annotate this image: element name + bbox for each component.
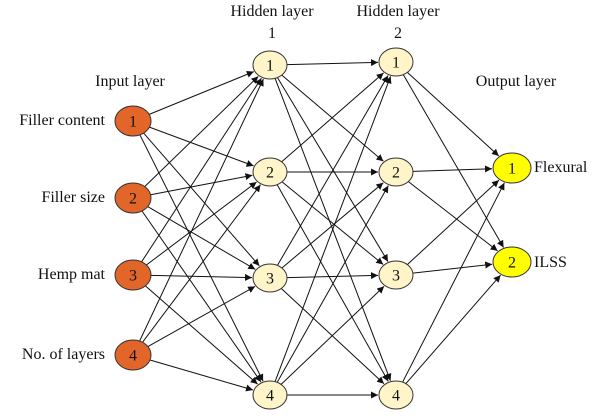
edge-input-4-to-hidden1-4 xyxy=(149,359,254,392)
input-layer-title: Input layer xyxy=(95,73,165,90)
output-label-flexural: Flexural xyxy=(534,159,588,176)
edge-hidden2-4-to-output-1 xyxy=(402,182,505,383)
hidden-layer-2-title: Hidden layer xyxy=(356,3,440,20)
hidden1-node-2-number: 2 xyxy=(266,165,274,182)
input-node-4-circle xyxy=(114,339,152,371)
hidden1-node-1: 1 xyxy=(252,50,288,80)
input-node-1-circle xyxy=(114,105,152,137)
edge-input-2-to-hidden1-1 xyxy=(144,76,259,187)
hidden2-node-1-number: 1 xyxy=(392,55,400,72)
edge-hidden1-4-to-hidden2-2 xyxy=(276,185,389,383)
hidden1-node-3: 3 xyxy=(252,263,288,293)
input-label-filler-content: Filler content xyxy=(19,112,105,129)
edge-hidden2-4-to-output-2 xyxy=(405,274,501,384)
output-node-1: 1 xyxy=(492,152,532,184)
output-layer-title: Output layer xyxy=(476,73,557,90)
input-label-no-of-layers: No. of layers xyxy=(22,346,105,363)
edge-hidden1-3-to-hidden2-2 xyxy=(281,182,384,269)
connection-edges xyxy=(139,59,505,399)
hidden2-node-3-number: 3 xyxy=(392,268,400,285)
edge-hidden1-1-to-hidden2-1 xyxy=(286,59,379,67)
hidden2-node-1: 1 xyxy=(378,47,414,77)
hidden1-node-3-number: 3 xyxy=(266,271,274,288)
hidden2-node-4-number: 4 xyxy=(392,388,400,405)
edge-input-3-to-hidden1-3 xyxy=(150,273,253,281)
hidden2-node-2-circle xyxy=(378,157,414,187)
edge-hidden2-2-to-output-1 xyxy=(412,165,493,173)
input-node-2-circle xyxy=(114,182,152,214)
hidden1-node-4: 4 xyxy=(252,380,288,410)
edge-hidden2-3-to-output-2 xyxy=(412,261,493,274)
hidden2-node-2-number: 2 xyxy=(392,165,400,182)
hidden1-node-4-number: 4 xyxy=(266,388,274,405)
output-node-2-number: 2 xyxy=(508,255,516,272)
hidden1-node-2-circle xyxy=(252,157,288,187)
edge-hidden2-2-to-output-2 xyxy=(408,181,498,252)
edge-input-4-to-hidden1-3 xyxy=(147,285,256,348)
edge-hidden2-1-to-output-2 xyxy=(402,74,505,248)
edge-hidden1-2-to-hidden2-1 xyxy=(281,72,384,163)
output-node-1-circle xyxy=(492,152,532,184)
input-node-4: 4 xyxy=(114,339,152,371)
input-node-2: 2 xyxy=(114,182,152,214)
hidden-layer-1-title: Hidden layer xyxy=(230,3,314,20)
hidden-layer-1-index: 1 xyxy=(268,25,276,42)
edge-input-3-to-hidden1-2 xyxy=(146,181,257,266)
input-node-4-number: 4 xyxy=(129,348,137,365)
edge-hidden1-3-to-hidden2-3 xyxy=(286,272,379,280)
hidden2-node-3-circle xyxy=(378,260,414,290)
edge-hidden1-1-to-hidden2-2 xyxy=(281,74,384,162)
edge-hidden1-4-to-hidden2-1 xyxy=(274,76,392,382)
edge-input-1-to-hidden1-2 xyxy=(149,126,254,167)
output-node-2-circle xyxy=(492,246,532,278)
edge-hidden1-3-to-hidden2-4 xyxy=(280,288,385,385)
edge-input-1-to-hidden1-3 xyxy=(143,132,260,267)
edge-hidden1-4-to-hidden2-3 xyxy=(280,285,385,385)
edge-input-2-to-hidden1-3 xyxy=(147,206,256,270)
input-label-filler-size: Filler size xyxy=(41,189,105,206)
hidden2-node-4: 4 xyxy=(378,380,414,410)
hidden2-node-4-circle xyxy=(378,380,414,410)
edge-hidden1-2-to-hidden2-3 xyxy=(281,181,384,265)
output-node-1-number: 1 xyxy=(508,161,516,178)
hidden1-node-1-circle xyxy=(252,50,288,80)
hidden2-node-1-circle xyxy=(378,47,414,77)
hidden2-node-3: 3 xyxy=(378,260,414,290)
hidden1-node-4-circle xyxy=(252,380,288,410)
edge-input-1-to-hidden1-1 xyxy=(149,71,254,115)
input-node-2-number: 2 xyxy=(129,191,137,208)
output-label-ilss: ILSS xyxy=(534,254,567,271)
input-label-hemp-mat: Hemp mat xyxy=(38,266,106,283)
input-node-3-number: 3 xyxy=(129,268,137,285)
edge-input-4-to-hidden1-2 xyxy=(142,184,261,343)
hidden-layer-2-index: 2 xyxy=(394,25,402,42)
hidden1-node-2: 2 xyxy=(252,157,288,187)
network-nodes: 1 2 3 4 1 2 3 4 1 2 3 4 1 2 xyxy=(114,47,532,410)
edge-input-3-to-hidden1-1 xyxy=(141,77,262,263)
edge-input-4-to-hidden1-1 xyxy=(139,78,264,342)
hidden1-node-1-number: 1 xyxy=(266,58,274,75)
edge-hidden2-3-to-output-1 xyxy=(406,179,500,265)
edge-input-2-to-hidden1-4 xyxy=(141,210,262,383)
hidden1-node-3-circle xyxy=(252,263,288,293)
output-node-2: 2 xyxy=(492,246,532,278)
edge-input-3-to-hidden1-4 xyxy=(145,285,258,385)
input-node-3-circle xyxy=(114,259,152,291)
hidden2-node-2: 2 xyxy=(378,157,414,187)
input-node-3: 3 xyxy=(114,259,152,291)
edge-hidden1-3-to-hidden2-1 xyxy=(276,75,389,266)
input-node-1: 1 xyxy=(114,105,152,137)
edge-hidden2-1-to-output-1 xyxy=(407,72,500,157)
edge-input-2-to-hidden1-2 xyxy=(150,173,253,196)
input-node-1-number: 1 xyxy=(129,114,137,131)
edge-input-1-to-hidden1-4 xyxy=(139,134,264,382)
